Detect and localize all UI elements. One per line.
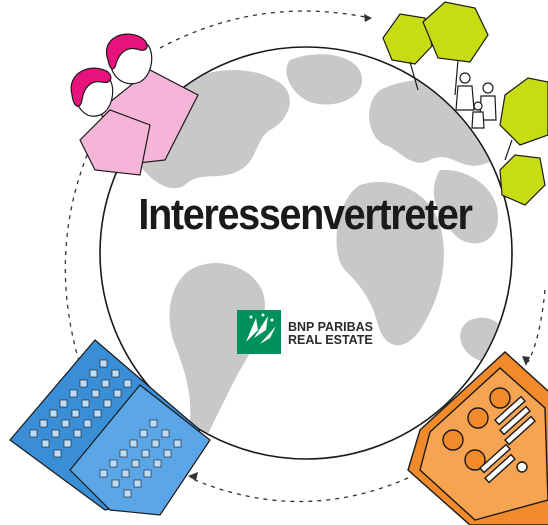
people-icon [70, 33, 199, 176]
brand-line-1: BNP PARIBAS [288, 320, 373, 334]
brand-wordmark: BNP PARIBAS REAL ESTATE [288, 321, 373, 347]
cycle-arrows [64, 10, 546, 503]
buildings-icon [9, 339, 211, 516]
page-title: Interessenvertreter [138, 190, 473, 239]
bnp-stars-logo-icon [237, 310, 281, 354]
brand-line-2: REAL ESTATE [288, 333, 373, 347]
tablet-icon [407, 351, 548, 525]
trees-family-icon [382, 1, 548, 206]
